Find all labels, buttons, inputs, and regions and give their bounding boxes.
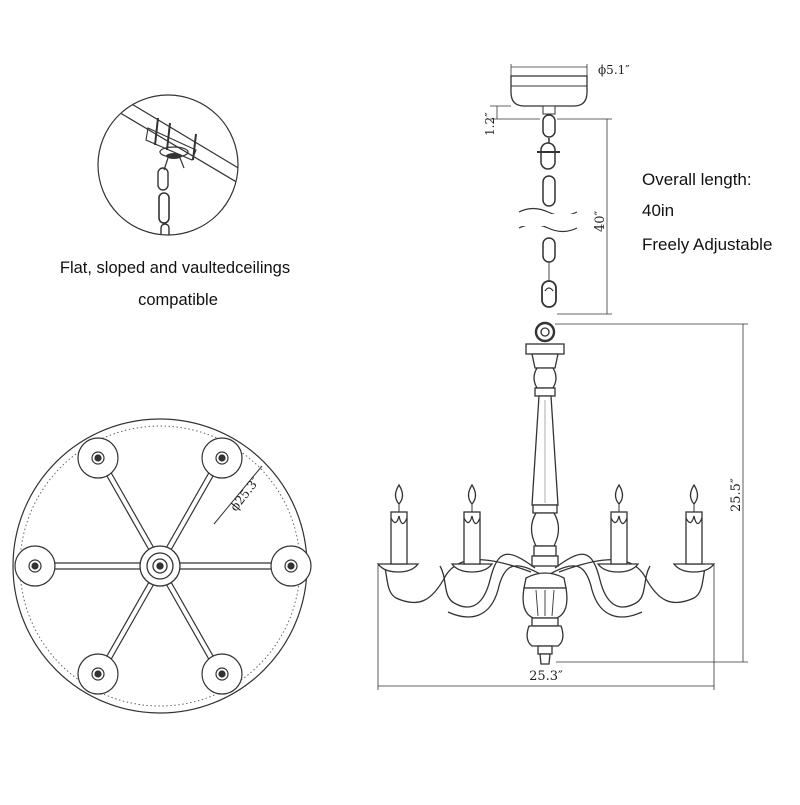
top-view-diameter-line <box>213 465 263 525</box>
candle-4 <box>672 483 716 573</box>
chain-links <box>537 114 560 308</box>
chain-length-label: 40″ <box>593 210 608 232</box>
top-view: ϕ25.3″ <box>12 418 312 714</box>
ceiling-compat-line-2: compatible <box>138 291 218 309</box>
top-view-diameter-label: ϕ25.3″ <box>227 474 263 514</box>
hanging-loop <box>534 321 556 343</box>
front-view-dimensions <box>377 323 748 690</box>
body-cap <box>525 343 565 355</box>
ceiling-compat-line-1: Flat, sloped and vaultedceilings <box>60 259 290 277</box>
overall-length-title: Overall length: <box>642 170 752 189</box>
candle-2 <box>450 483 494 573</box>
sloped-ceiling-illustration <box>98 95 238 235</box>
fixture-width-label: 25.3″ <box>529 669 563 684</box>
canopy <box>510 75 588 107</box>
overall-length-value: 40in <box>642 201 674 220</box>
top-view-cups <box>14 437 312 695</box>
ceiling-mount-detail <box>97 94 239 236</box>
canopy-and-chain: ϕ5.1″ 1.2″ 40″ <box>483 63 630 315</box>
chandelier-front-view <box>376 321 716 665</box>
detail-circle-outline <box>97 94 239 236</box>
candle-3 <box>596 483 640 573</box>
candle-1 <box>376 483 420 573</box>
fixture-height-label: 25.5″ <box>729 478 744 512</box>
overall-length-adjustable: Freely Adjustable <box>642 235 772 254</box>
canopy-diameter-label: ϕ5.1″ <box>598 63 630 77</box>
canopy-height-label: 1.2″ <box>483 112 497 136</box>
arms <box>383 553 707 618</box>
top-view-center-hub <box>139 545 181 587</box>
